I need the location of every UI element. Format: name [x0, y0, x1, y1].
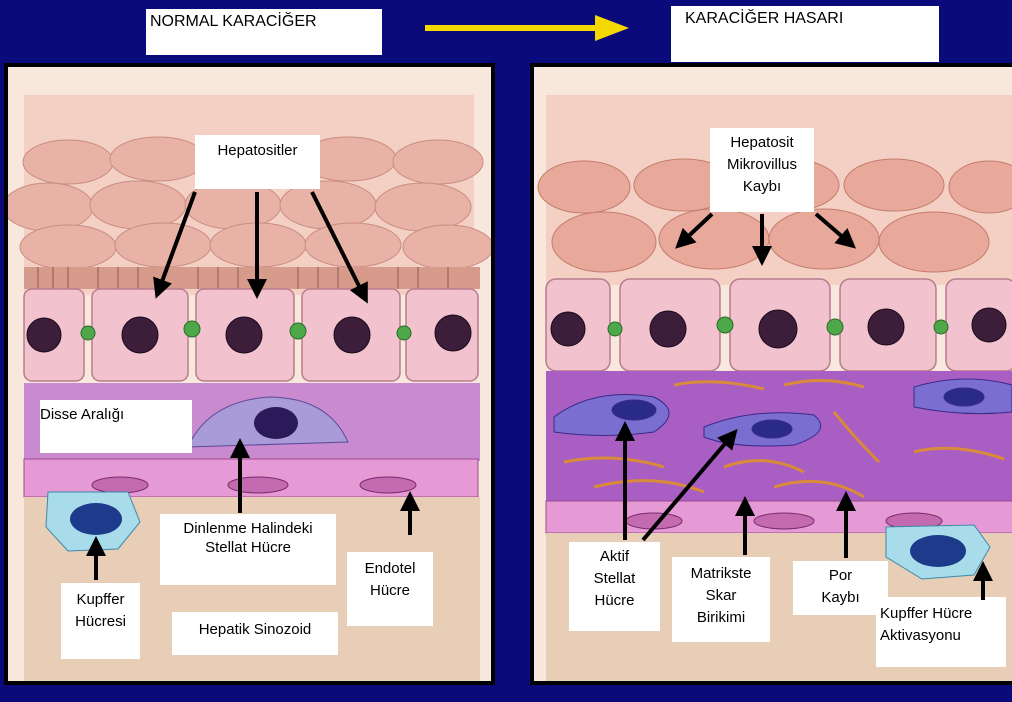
label-active-line1: Aktif [569, 546, 660, 568]
label-endothelial-line2: Hücre [347, 580, 433, 602]
label-microvilli-line2: Mikrovillus [710, 154, 814, 176]
label-pore-loss: Por Kaybı [793, 561, 888, 615]
label-hepatocytes: Hepatositler [195, 135, 320, 189]
label-resting-stellate-cell: Dinlenme Halindeki Stellat Hücre [160, 514, 336, 585]
label-hepatic-sinusoid: Hepatik Sinozoid [172, 612, 338, 655]
label-active-line2: Stellat [569, 568, 660, 590]
liver-damage-title: KARACİĞER HASARI [671, 6, 939, 62]
label-kupffer-line1: Kupffer [61, 589, 140, 611]
label-kupffer-line2: Hücresi [61, 611, 140, 633]
label-microvilli-line1: Hepatosit [710, 132, 814, 154]
label-matrix-line1: Matrikste [672, 563, 770, 585]
label-matrix-line3: Birikimi [672, 607, 770, 629]
label-resting-stellate-line1: Dinlenme Halindeki [160, 519, 336, 538]
label-endothelial-line1: Endotel [347, 558, 433, 580]
label-microvilli-loss: Hepatosit Mikrovillus Kaybı [710, 128, 814, 212]
label-pore-line1: Por [793, 565, 888, 587]
label-active-stellate-cell: Aktif Stellat Hücre [569, 542, 660, 631]
label-kupffer-activation: Kupffer Hücre Aktivasyonu [876, 597, 1006, 667]
label-endothelial-cell: Endotel Hücre [347, 552, 433, 626]
label-kupffer-activation-line1: Kupffer Hücre [880, 603, 1006, 625]
label-space-of-disse: Disse Aralığı [40, 400, 192, 453]
label-kupffer-cell: Kupffer Hücresi [61, 583, 140, 659]
label-microvilli-line3: Kaybı [710, 176, 814, 198]
progression-arrow-icon [425, 13, 631, 43]
label-matrix-scar: Matrikste Skar Birikimi [672, 557, 770, 642]
label-kupffer-activation-line2: Aktivasyonu [880, 625, 1006, 647]
label-active-line3: Hücre [569, 590, 660, 612]
normal-liver-title: NORMAL KARACİĞER [146, 9, 382, 55]
label-pore-line2: Kaybı [793, 587, 888, 609]
label-resting-stellate-line2: Stellat Hücre [160, 538, 336, 557]
label-matrix-line2: Skar [672, 585, 770, 607]
